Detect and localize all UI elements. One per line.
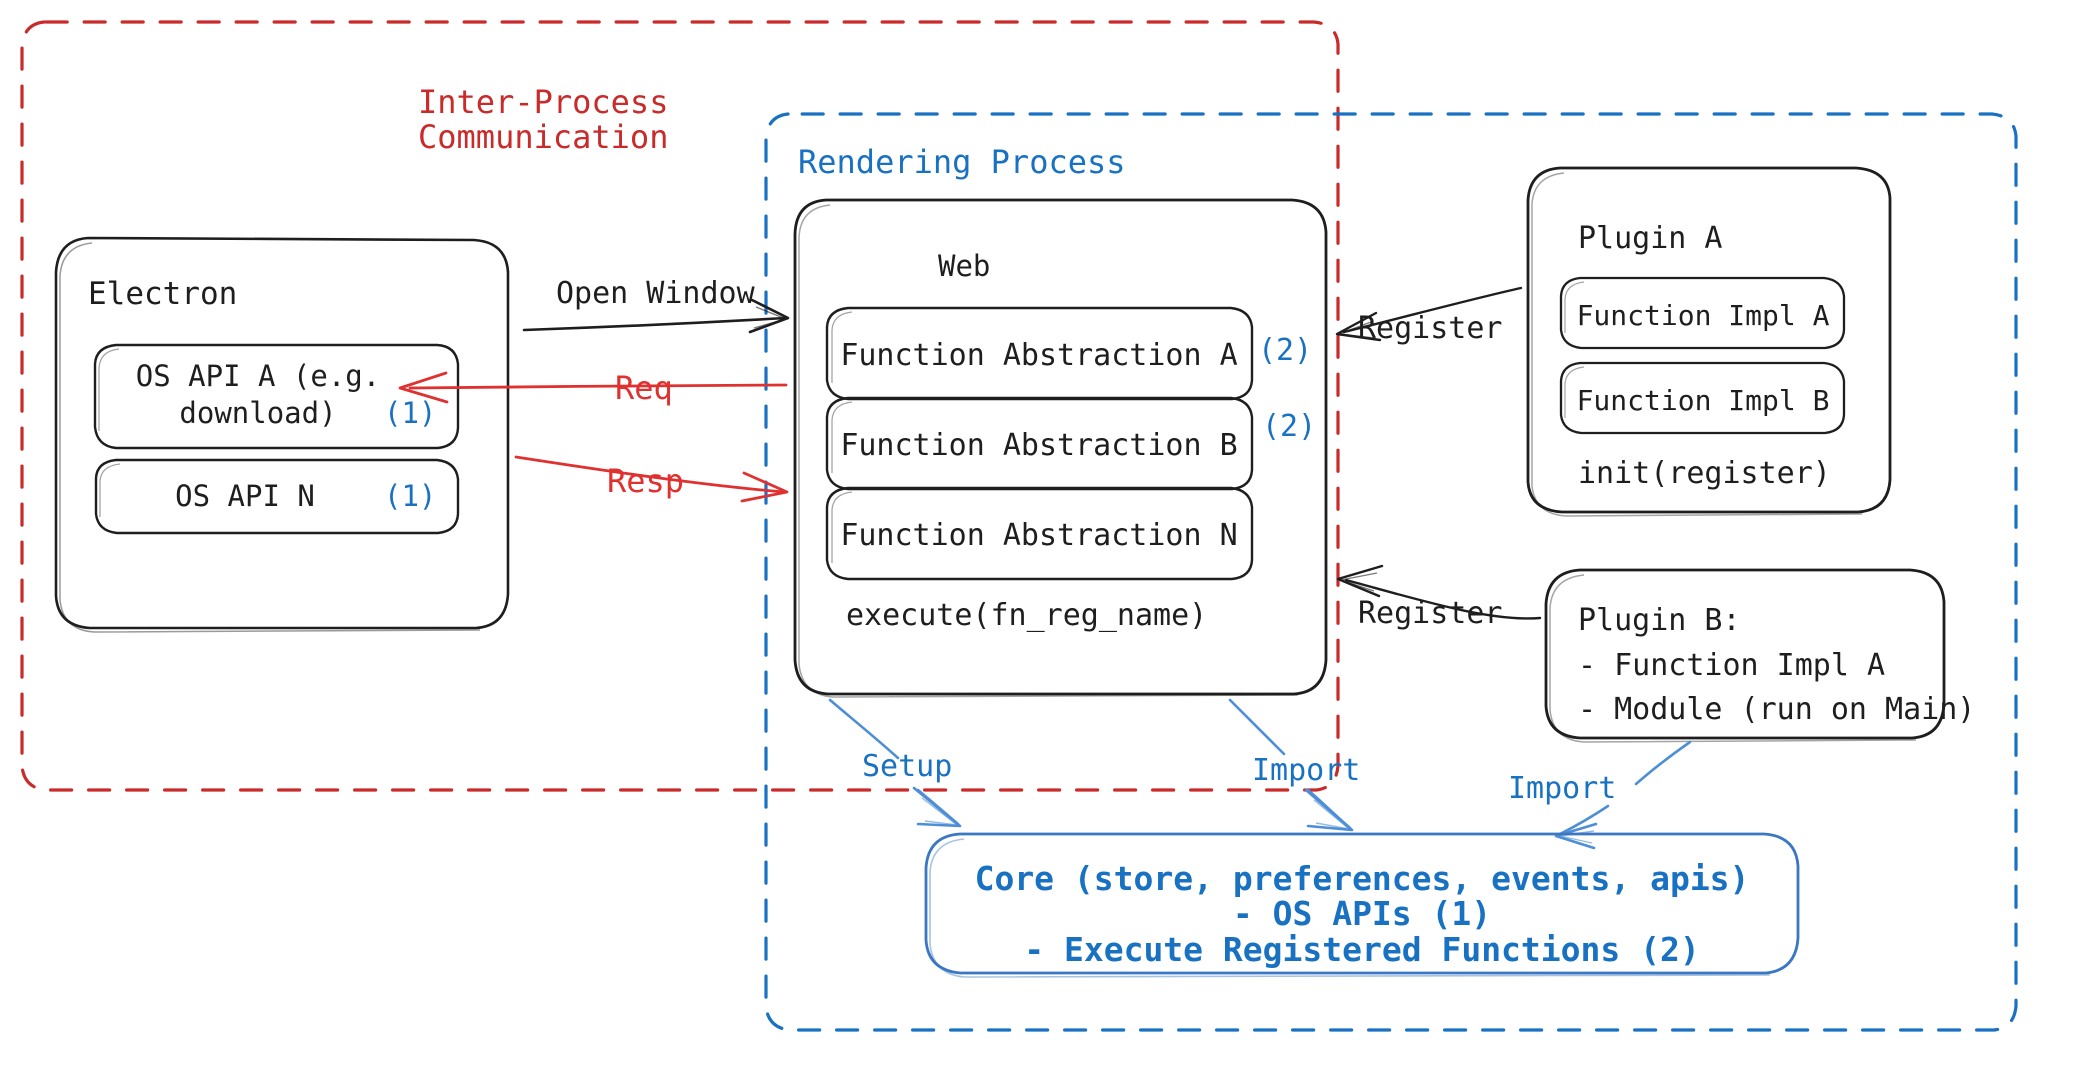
function-abstraction-a-label: Function Abstraction A <box>840 338 1238 373</box>
os-api-n-label: OS API N <box>175 479 315 513</box>
os-api-n-marker: (1) <box>384 479 437 513</box>
open-window-arrow-label: Open Window <box>556 276 755 311</box>
import-web-arrow-label: Import <box>1252 753 1361 788</box>
function-abstraction-a-marker: (2) <box>1258 333 1313 368</box>
function-abstraction-n-label: Function Abstraction N <box>840 518 1238 553</box>
function-abstraction-b-label: Function Abstraction B <box>840 428 1238 463</box>
web-execute-label: execute(fn_reg_name) <box>846 598 1208 633</box>
ipc-region-label-line1: Inter-Process <box>418 83 669 121</box>
plugin-a-init-label: init(register) <box>1578 456 1831 491</box>
register-plugin-a-label: Register <box>1358 311 1503 346</box>
plugin-b-line-1: - Function Impl A <box>1578 648 1886 683</box>
ipc-region-label-line2: Communication <box>418 118 669 156</box>
electron-title: Electron <box>88 276 238 312</box>
function-impl-b-label: Function Impl B <box>1576 384 1830 417</box>
import-plugin-b-arrow-label: Import <box>1508 771 1617 806</box>
web-title: Web <box>938 249 991 283</box>
plugin-b-title: Plugin B: <box>1578 603 1741 638</box>
os-api-a-marker: (1) <box>384 396 437 430</box>
req-arrow-label: Req <box>615 369 673 407</box>
os-api-a-label-line1: OS API A (e.g. <box>135 359 381 393</box>
register-plugin-b-label: Register <box>1358 596 1503 631</box>
plugin-b-line-2: - Module (run on Main) <box>1578 692 1976 727</box>
os-api-a-label-line2: download) <box>179 396 337 430</box>
core-line-1: Core (store, preferences, events, apis) <box>974 859 1750 898</box>
resp-arrow-label: Resp <box>607 462 685 500</box>
req-arrow <box>398 371 788 404</box>
setup-arrow-label: Setup <box>862 749 953 784</box>
function-abstraction-b-marker: (2) <box>1262 409 1317 444</box>
rendering-process-label: Rendering Process <box>798 143 1126 181</box>
core-line-3: - Execute Registered Functions (2) <box>1024 930 1700 969</box>
plugin-a-title: Plugin A <box>1578 221 1723 256</box>
core-line-2: - OS APIs (1) <box>1232 894 1492 933</box>
function-impl-a-label: Function Impl A <box>1576 299 1830 332</box>
